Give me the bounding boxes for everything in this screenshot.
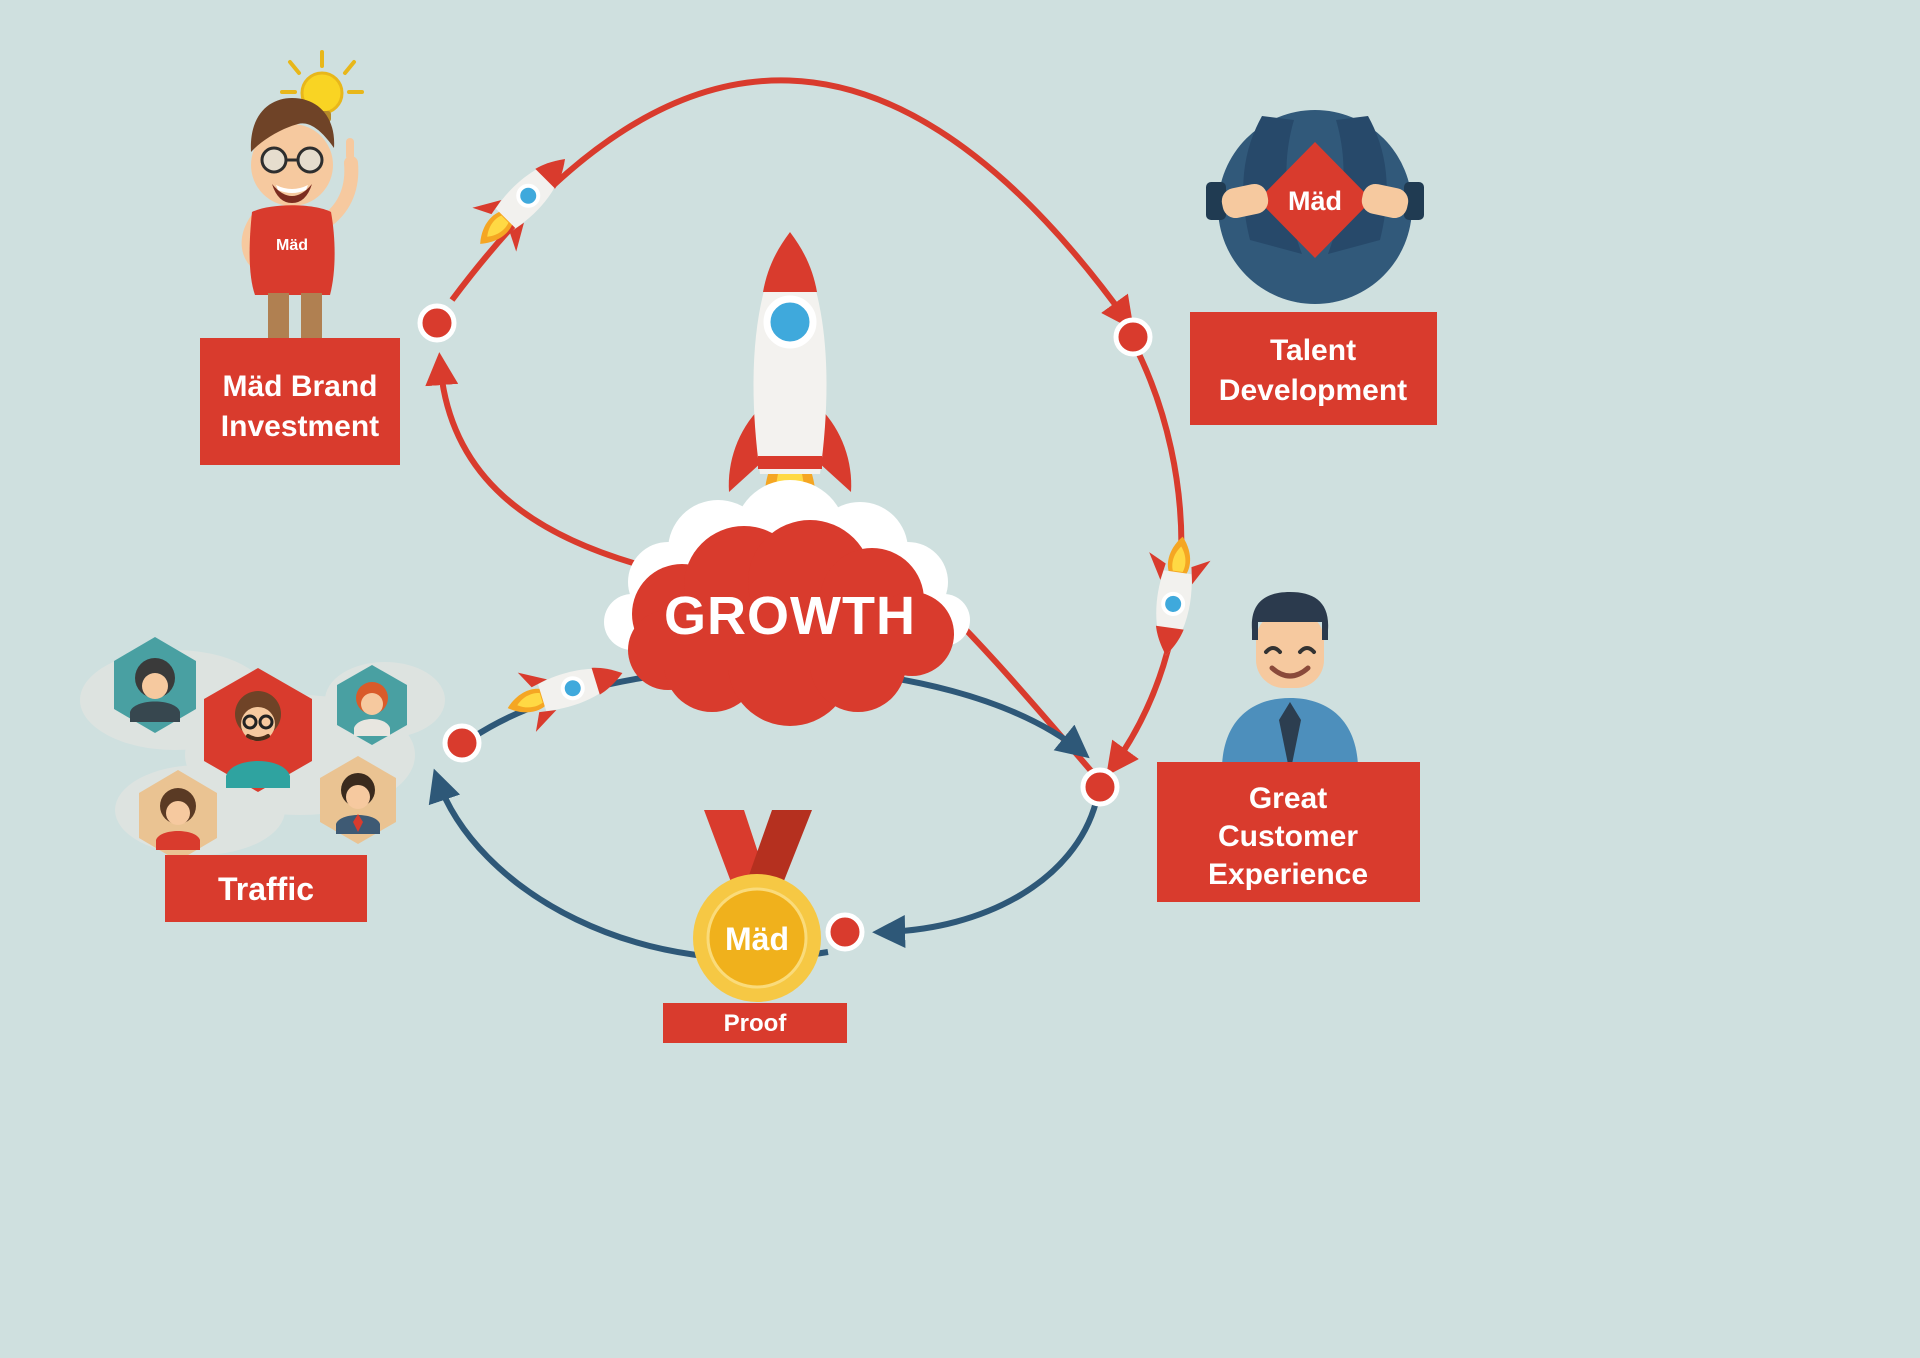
- connector-dot-talent: [1113, 317, 1153, 357]
- pointing-finger: [346, 138, 354, 160]
- medal-inner: [706, 887, 808, 989]
- raised-arm: [321, 156, 359, 227]
- customer-eye: [1264, 646, 1282, 654]
- brand-character: Mäd: [241, 50, 364, 355]
- customer-label-line3: Experience: [1208, 858, 1368, 891]
- label-proof: Proof: [663, 1003, 847, 1043]
- rocket-window: [763, 295, 817, 349]
- traffic-avatars: [114, 637, 407, 861]
- connector-dot-proof: [825, 912, 865, 952]
- talent-cuff-left: [1206, 182, 1226, 220]
- rocket-nose: [763, 232, 817, 292]
- connector-dot-brand: [417, 303, 457, 343]
- customer-character: [1222, 592, 1358, 766]
- customer-eye: [1298, 646, 1316, 654]
- glasses-icon: [260, 146, 324, 174]
- brand-character-head: [251, 124, 333, 206]
- brand-label-line1: Mäd Brand: [222, 370, 377, 403]
- avatar-hex-woman-bob: [114, 637, 196, 733]
- edge-customer-to-proof: [872, 801, 1099, 949]
- avatar-hex-man-suit: [320, 756, 396, 844]
- brand-character-shirt: [249, 205, 335, 295]
- traffic-label-box: [165, 855, 367, 922]
- customer-smile: [1269, 665, 1311, 679]
- label-traffic: Traffic: [165, 855, 367, 922]
- proof-medal: Mäd: [693, 810, 821, 1002]
- rocket-body: [753, 232, 827, 474]
- growth-label: GROWTH: [664, 586, 916, 646]
- connector-dot-traffic: [442, 723, 482, 763]
- label-brand-investment: Mäd Brand Investment: [200, 338, 400, 465]
- customer-hair: [1251, 592, 1329, 640]
- brand-character-hair: [250, 98, 335, 152]
- brand-character-leg: [268, 293, 289, 345]
- talent-hand-right: [1361, 183, 1409, 219]
- brand-shirt-text: Mäd: [276, 237, 308, 254]
- rocket-base-band: [758, 456, 822, 469]
- avatar-hex-woman-red-top: [139, 770, 217, 861]
- talent-label-line2: Development: [1219, 374, 1407, 407]
- proof-label: Proof: [724, 1010, 788, 1037]
- brand-label-line2: Investment: [221, 410, 379, 443]
- customer-label-line1: Great: [1249, 782, 1327, 815]
- talent-badge: Mäd: [1206, 110, 1424, 304]
- talent-label-line1: Talent: [1270, 334, 1356, 367]
- talent-cuff-right: [1404, 182, 1424, 220]
- rocket-fin-right: [818, 408, 852, 492]
- red-cloud: [628, 520, 954, 726]
- label-customer-experience: Great Customer Experience: [1157, 762, 1420, 902]
- proof-label-box: [663, 1003, 847, 1043]
- talent-label-box: [1190, 312, 1437, 425]
- talent-diamond: [1258, 142, 1372, 258]
- connector-dot-customer: [1080, 767, 1120, 807]
- edge-growth-to-brand: [425, 352, 681, 578]
- customer-label-line2: Customer: [1218, 820, 1358, 853]
- talent-badge-text: Mäd: [1288, 186, 1342, 216]
- customer-label-box: [1157, 762, 1420, 902]
- brand-character-leg: [301, 293, 322, 345]
- rocket-fin-left: [728, 408, 762, 492]
- avatar-hex-man-glasses: [204, 668, 312, 792]
- growth-cloud: GROWTH: [604, 480, 970, 726]
- brand-label-box: [200, 338, 400, 465]
- label-talent-development: Talent Development: [1190, 312, 1437, 425]
- customer-tie: [1279, 702, 1301, 764]
- avatar-hex-woman-redhair: [337, 665, 407, 745]
- traffic-label: Traffic: [218, 871, 314, 907]
- medal-text: Mäd: [725, 921, 789, 957]
- talent-hand-left: [1221, 183, 1269, 219]
- brand-character-teeth: [276, 185, 308, 193]
- brand-character-smile: [272, 184, 312, 203]
